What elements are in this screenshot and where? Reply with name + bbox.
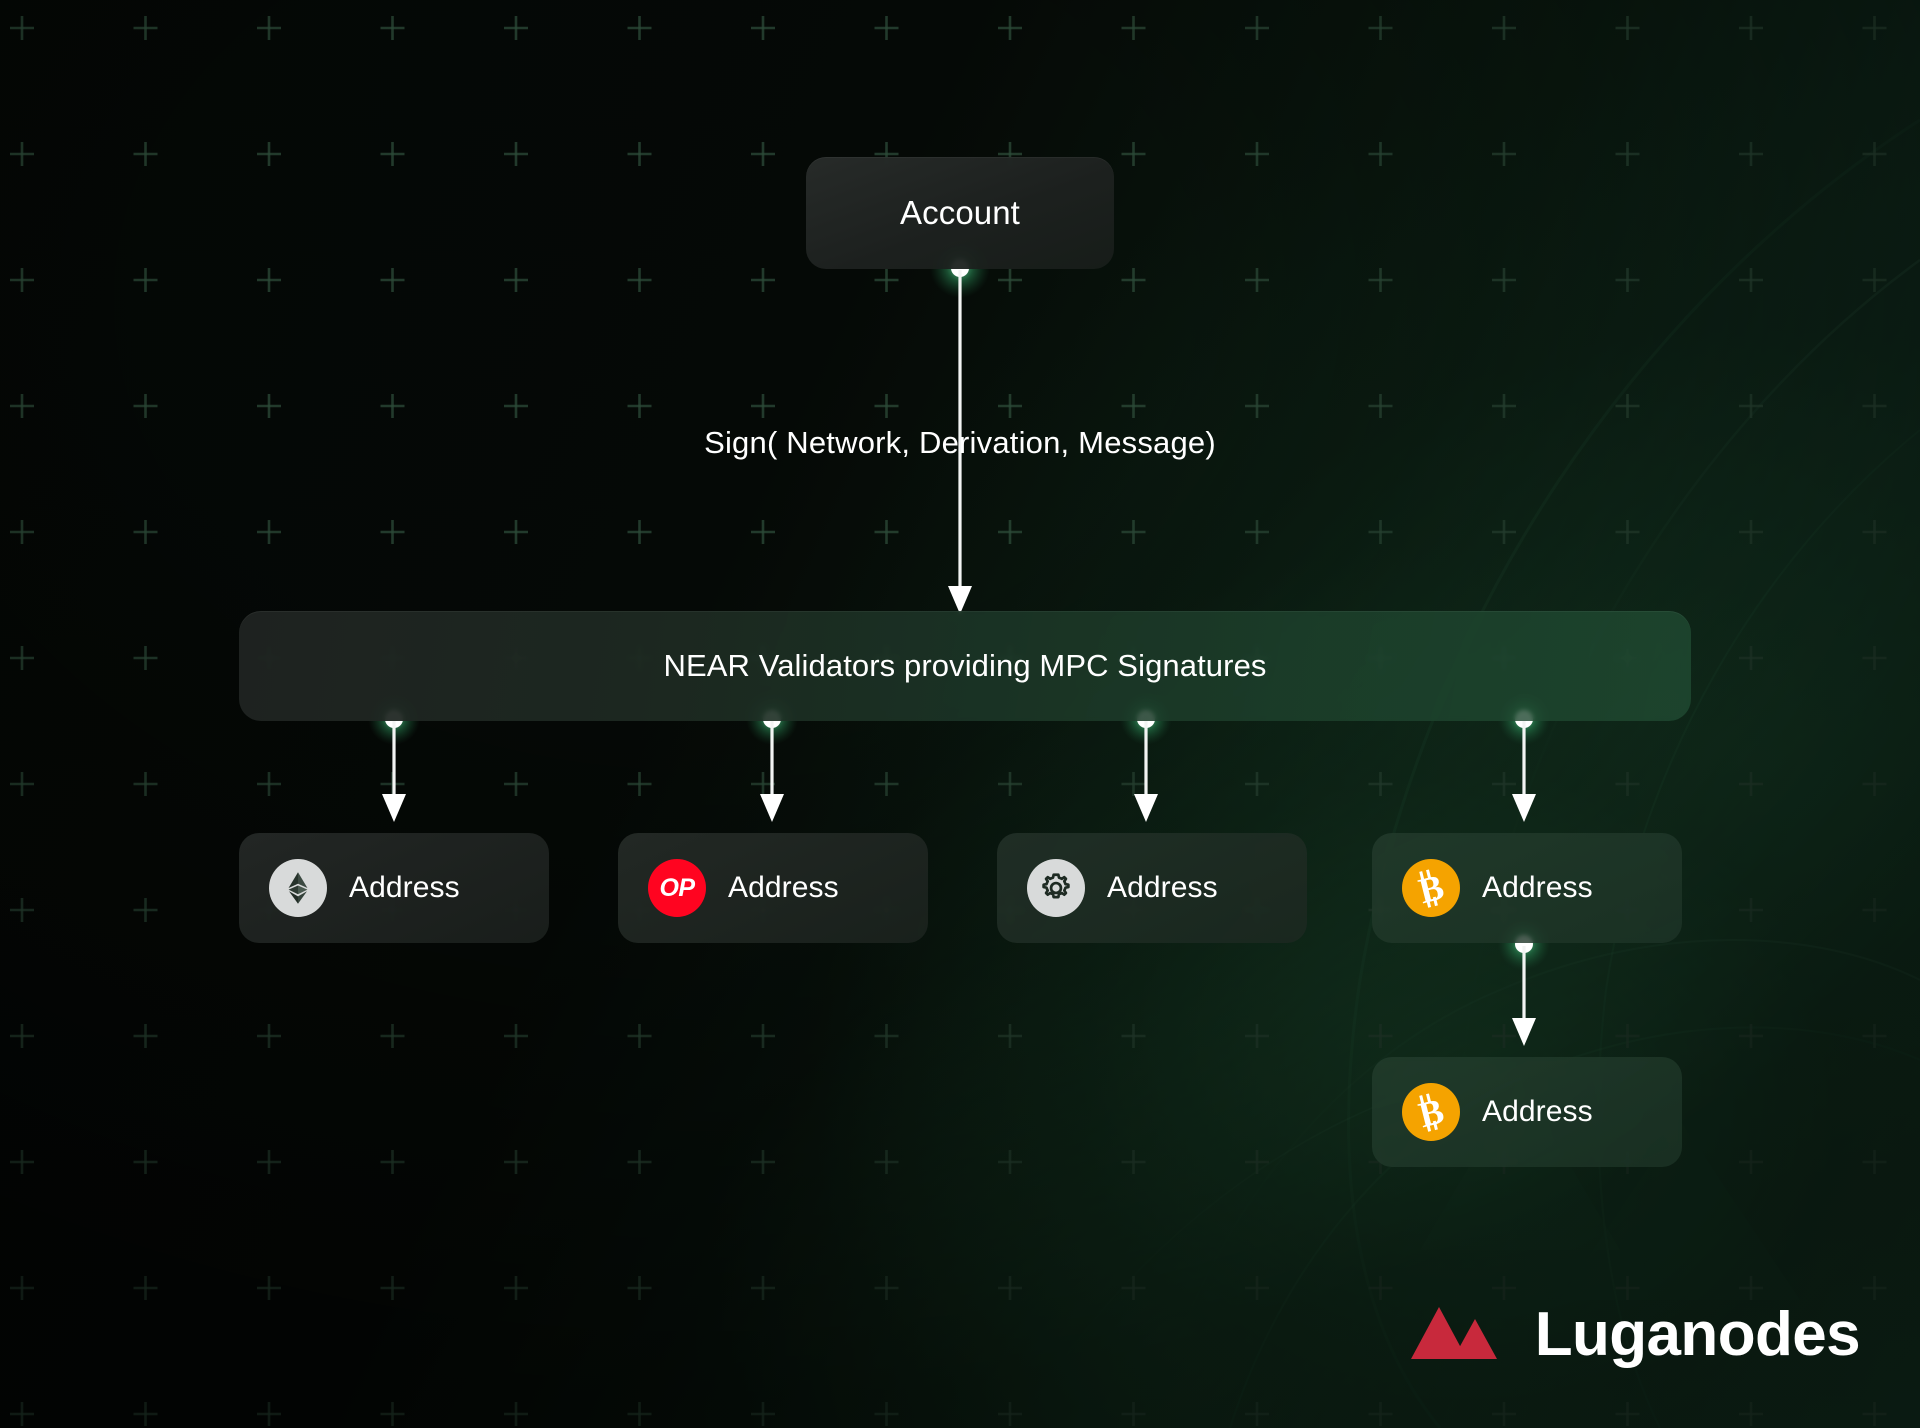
optimism-icon: OP [648, 859, 706, 917]
edge-label-sign: Sign( Network, Derivation, Message) [0, 425, 1920, 461]
node-account-label: Account [900, 194, 1020, 231]
node-address-ethereum[interactable]: Address [239, 833, 549, 943]
node-account[interactable]: Account [806, 157, 1114, 269]
luganodes-mountain-logo [1409, 1301, 1513, 1368]
node-near-validators[interactable]: NEAR Validators providing MPC Signatures [239, 611, 1691, 721]
optimism-icon-glyph: OP [659, 873, 695, 902]
node-address-optimism[interactable]: OP Address [618, 833, 928, 943]
node-address-label: Address [1107, 871, 1218, 904]
node-address-label: Address [728, 871, 839, 904]
brand-name: Luganodes [1534, 1300, 1861, 1369]
edge-label-sign-text: Sign( Network, Derivation, Message) [694, 425, 1226, 461]
gear-icon [1027, 859, 1085, 917]
bitcoin-icon: B [1402, 859, 1460, 917]
node-address-bitcoin-2[interactable]: B Address [1372, 1057, 1682, 1167]
node-near-validators-label: NEAR Validators providing MPC Signatures [663, 648, 1267, 683]
brand-lockup: Luganodes [1409, 1299, 1861, 1370]
bitcoin-icon: B [1402, 1083, 1460, 1141]
node-address-label: Address [1482, 871, 1593, 904]
node-address-label: Address [1482, 1095, 1593, 1128]
node-address-label: Address [349, 871, 460, 904]
ethereum-icon [269, 859, 327, 917]
node-address-generic[interactable]: Address [997, 833, 1307, 943]
node-address-bitcoin-1[interactable]: B Address [1372, 833, 1682, 943]
